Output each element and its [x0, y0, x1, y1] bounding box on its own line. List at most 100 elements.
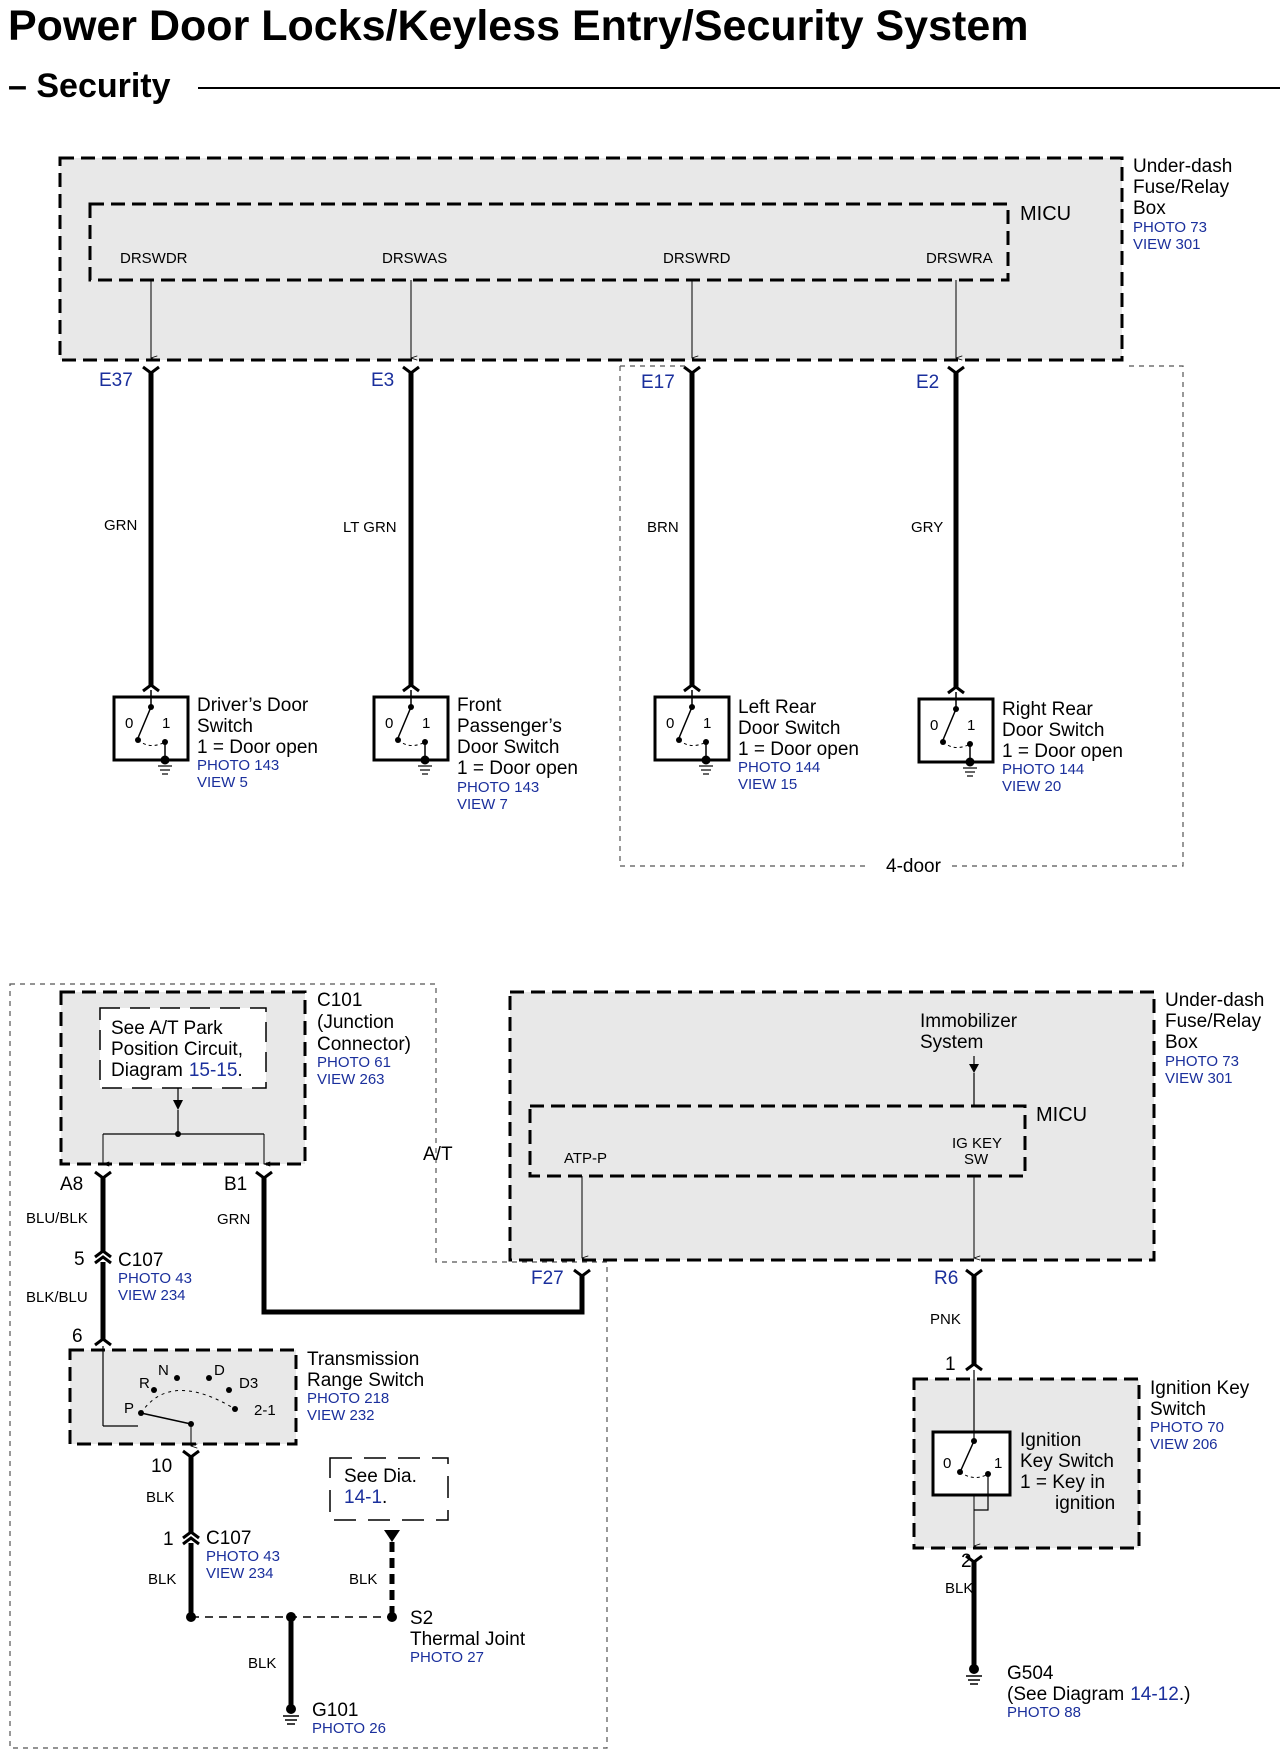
top-box-view: VIEW 301	[1133, 236, 1201, 253]
see-dia-line-2: 14-1.	[344, 1487, 387, 1508]
switch-pos-0: 0	[930, 717, 938, 734]
four-door-region	[619, 365, 1184, 867]
passenger-switch-line-4: 1 = Door open	[457, 758, 578, 779]
c107-bottom-name: C107	[206, 1528, 251, 1549]
bottom-micu-label: MICU	[1036, 1104, 1087, 1126]
g101-name: G101	[312, 1700, 358, 1721]
section-subtitle: – Security	[8, 67, 171, 105]
ignition-inner-line-1: Ignition	[1020, 1430, 1081, 1451]
trs-pos-d3: D3	[239, 1375, 258, 1392]
pin-a8: A8	[60, 1174, 83, 1195]
at-region	[9, 983, 608, 1749]
trs-line-2: Range Switch	[307, 1370, 424, 1391]
c107-bottom-photo: PHOTO 43	[206, 1548, 280, 1565]
switch-pos-0: 0	[666, 715, 674, 732]
ignition-inner-line-2: Key Switch	[1020, 1451, 1114, 1472]
wire-gry: GRY	[911, 519, 943, 536]
four-door-label: 4-door	[886, 856, 942, 877]
pin-e3: E3	[371, 370, 394, 391]
bottom-micu-box	[528, 1104, 1027, 1178]
c107-top-connector	[94, 1249, 112, 1265]
trs-pos-2-1: 2-1	[254, 1402, 276, 1419]
ign-pin-1: 1	[945, 1354, 956, 1375]
passenger-switch-view: VIEW 7	[457, 796, 508, 813]
ignition-inner-line-3: 1 = Key in	[1020, 1472, 1105, 1493]
switch-pos-0: 0	[125, 715, 133, 732]
c107-top-pin: 5	[74, 1249, 85, 1270]
right-rear-switch-line-2: Door Switch	[1002, 720, 1104, 741]
c107-bottom-pin: 1	[163, 1529, 174, 1550]
bottom-box-label-3: Box	[1165, 1032, 1198, 1053]
top-box-label-3: Box	[1133, 198, 1166, 219]
s2-photo: PHOTO 27	[410, 1649, 484, 1666]
pin-r6: R6	[934, 1268, 958, 1289]
c101-see-box	[99, 1007, 267, 1089]
wire-blu-blk: BLU/BLK	[26, 1210, 88, 1227]
wire-blk-ign: BLK	[945, 1580, 973, 1597]
top-box-label-2: Fuse/Relay	[1133, 177, 1230, 198]
ign-pos-0: 0	[943, 1455, 951, 1472]
pin-f27: F27	[531, 1268, 564, 1289]
left-rear-door-switch: 0 1	[653, 690, 731, 775]
bottom-box-photo: PHOTO 73	[1165, 1053, 1239, 1070]
switch-pos-1: 1	[967, 717, 975, 734]
g101-photo: PHOTO 26	[312, 1720, 386, 1737]
driver-door-switch: 0 1	[112, 690, 190, 775]
right-rear-switch-view: VIEW 20	[1002, 778, 1061, 795]
right-rear-switch-line-1: Right Rear	[1002, 699, 1093, 720]
top-box-label-1: Under-dash	[1133, 156, 1232, 177]
left-rear-switch-photo: PHOTO 144	[738, 759, 820, 776]
c107-top-photo: PHOTO 43	[118, 1270, 192, 1287]
trs-pos-d: D	[214, 1362, 225, 1379]
left-rear-switch-view: VIEW 15	[738, 776, 797, 793]
pin-b1: B1	[224, 1174, 247, 1195]
at-label: A/T	[423, 1144, 453, 1165]
ign-pin-2: 2	[961, 1551, 972, 1572]
driver-switch-view: VIEW 5	[197, 774, 248, 791]
wire-blk-2: BLK	[148, 1571, 176, 1588]
see-dia-line-1: See Dia.	[344, 1466, 417, 1487]
ignition-inner-line-4: ignition	[1055, 1493, 1115, 1514]
driver-switch-line-3: 1 = Door open	[197, 737, 318, 758]
trs-pos-n: N	[158, 1362, 169, 1379]
switch-pos-1: 1	[422, 715, 430, 732]
wire-blk-4: BLK	[248, 1655, 276, 1672]
driver-switch-line-2: Switch	[197, 716, 253, 737]
see-dia-box	[329, 1457, 449, 1521]
passenger-switch-line-2: Passenger’s	[457, 716, 562, 737]
ign-pos-1: 1	[994, 1455, 1002, 1472]
bottom-box-label-1: Under-dash	[1165, 990, 1264, 1011]
pin-6: 6	[72, 1326, 83, 1347]
driver-switch-photo: PHOTO 143	[197, 757, 279, 774]
see-dia-ref: 14-1	[344, 1487, 382, 1508]
wire-blk-1: BLK	[146, 1489, 174, 1506]
c101-see-line-1: See A/T Park	[111, 1018, 223, 1039]
terminal-igkey-2: SW	[964, 1151, 989, 1168]
right-rear-door-switch: 0 1	[917, 692, 995, 777]
c101-line-3: Connector)	[317, 1034, 411, 1055]
g504-name: G504	[1007, 1663, 1054, 1684]
passenger-switch-photo: PHOTO 143	[457, 779, 539, 796]
c107-top-view: VIEW 234	[118, 1287, 186, 1304]
switch-pos-1: 1	[162, 715, 170, 732]
left-rear-switch-line-1: Left Rear	[738, 697, 817, 718]
right-rear-switch-line-3: 1 = Door open	[1002, 741, 1123, 762]
immobilizer-line-1: Immobilizer	[920, 1011, 1018, 1032]
c101-see-line-2: Position Circuit,	[111, 1039, 243, 1060]
pin-e2: E2	[916, 372, 939, 393]
c101-view: VIEW 263	[317, 1071, 385, 1088]
wire-lt-grn: LT GRN	[343, 519, 397, 536]
trs-line-1: Transmission	[307, 1349, 419, 1370]
bottom-box-view: VIEW 301	[1165, 1070, 1233, 1087]
passenger-switch-line-3: Door Switch	[457, 737, 559, 758]
g504-ref: 14-12	[1130, 1684, 1179, 1705]
terminal-drswdr: DRSWDR	[120, 250, 188, 267]
pin-e17: E17	[641, 372, 675, 393]
g101-ground-icon	[283, 1704, 299, 1725]
c107-bottom-view: VIEW 234	[206, 1565, 274, 1582]
g504-ground-icon	[966, 1664, 982, 1685]
left-rear-switch-line-2: Door Switch	[738, 718, 840, 739]
driver-switch-line-1: Driver’s Door	[197, 695, 309, 716]
